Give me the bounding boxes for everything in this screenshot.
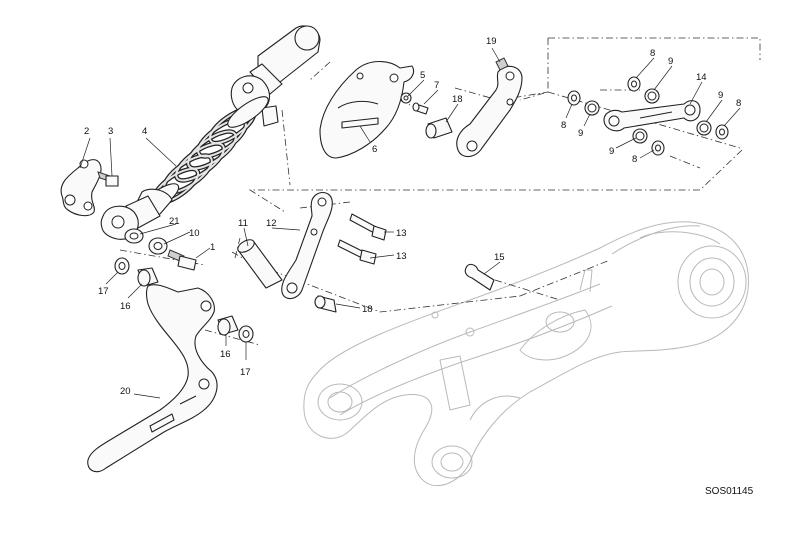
callout-9-b: 9 <box>718 90 723 101</box>
callout-16-b: 16 <box>220 349 231 360</box>
callout-8-d: 8 <box>632 154 637 165</box>
callout-20: 20 <box>120 386 131 397</box>
callout-12: 12 <box>266 218 277 229</box>
shock-clevis-bracket <box>60 159 102 217</box>
bushing-21 <box>124 228 144 244</box>
spacer-18-lower <box>314 295 337 313</box>
washer-10 <box>148 237 168 255</box>
sleeve-11 <box>237 239 283 289</box>
bushings-16-17 <box>114 257 254 343</box>
callout-13: 13 <box>396 228 407 239</box>
assembly-reference-lines <box>119 37 761 346</box>
rocker-frame-20 <box>87 284 218 473</box>
bolts-13 <box>337 213 387 265</box>
callout-16-a: 16 <box>120 301 131 312</box>
callout-19: 19 <box>486 36 497 47</box>
callout-labels: 2 3 4 21 10 1 11 12 13 13 6 5 7 18 18 19… <box>84 36 741 397</box>
screw-7 <box>412 102 429 115</box>
linkage-rod-icon <box>456 57 523 158</box>
callout-15: 15 <box>494 252 505 263</box>
callout-21: 21 <box>169 216 180 227</box>
callout-17-a: 17 <box>98 286 109 297</box>
leader-lines <box>79 47 741 399</box>
callout-5: 5 <box>420 70 425 81</box>
spacer-18-upper <box>425 117 453 139</box>
callout-14: 14 <box>696 72 707 83</box>
callout-17-b: 17 <box>240 367 251 378</box>
callout-8-c: 8 <box>561 120 566 131</box>
callout-8-a: 8 <box>650 48 655 59</box>
callout-11: 11 <box>238 218 248 229</box>
callout-18-upper: 18 <box>452 94 463 105</box>
heel-guard-icon <box>319 60 415 159</box>
callout-10: 10 <box>189 228 200 239</box>
rear-shock-absorber-icon <box>100 25 321 240</box>
callout-9-a: 9 <box>668 56 673 67</box>
rocker-arm-icon <box>281 191 333 300</box>
callout-13-b: 13 <box>396 251 407 262</box>
swingarm-outline-icon <box>303 221 749 487</box>
callout-1: 1 <box>210 242 215 253</box>
bolt-3 <box>97 171 119 187</box>
washers-8-9 <box>567 76 729 156</box>
bolt-15 <box>464 263 495 291</box>
callout-9-c: 9 <box>578 128 583 139</box>
callout-18-lower: 18 <box>362 304 373 315</box>
drawing-code: SOS01145 <box>705 486 754 497</box>
callout-7: 7 <box>434 80 439 91</box>
callout-8-b: 8 <box>736 98 741 109</box>
callout-9-d: 9 <box>609 146 614 157</box>
connecting-rod-14 <box>603 100 701 132</box>
callout-2: 2 <box>84 126 89 137</box>
bolt-1 <box>167 249 197 271</box>
callout-3: 3 <box>108 126 113 137</box>
callout-4: 4 <box>142 126 147 137</box>
callout-6: 6 <box>372 144 377 155</box>
